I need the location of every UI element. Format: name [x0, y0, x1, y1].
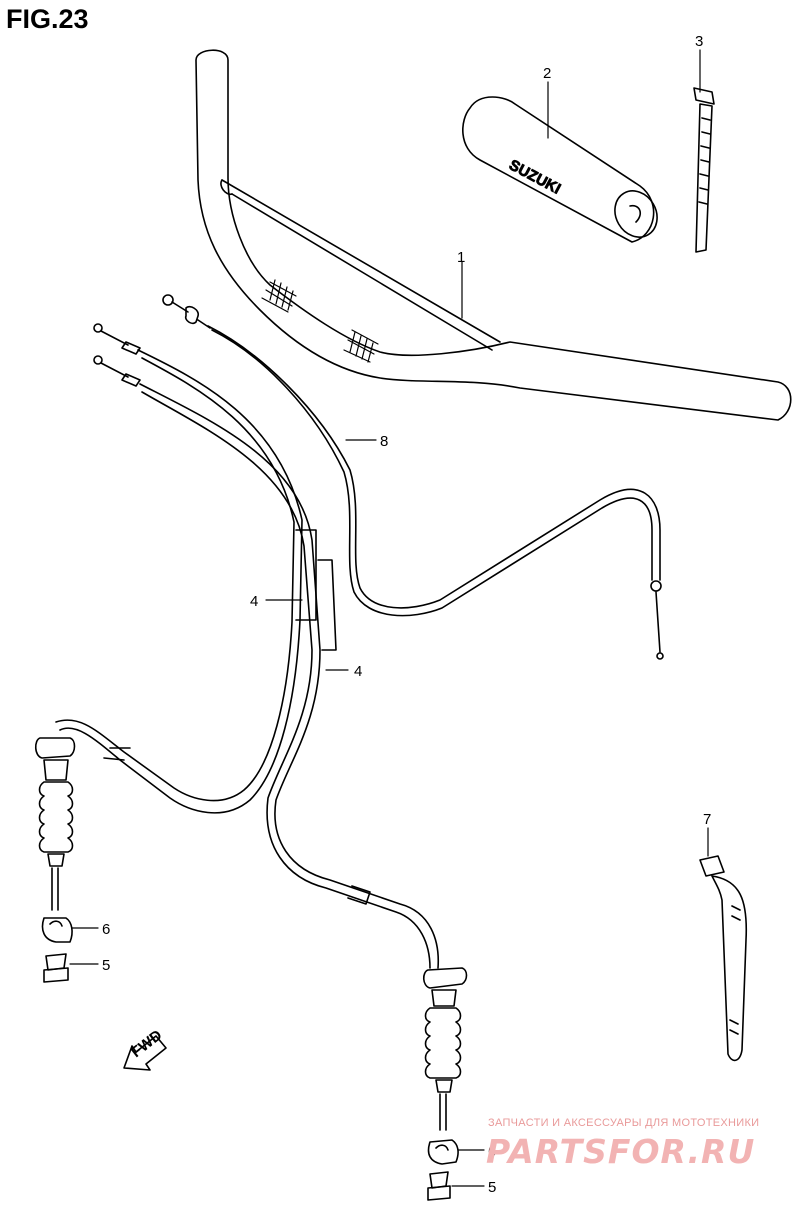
callout-4-right: 4 [354, 663, 362, 680]
throttle-cable [162, 294, 664, 660]
cable-cap-right [427, 1171, 451, 1201]
clutch-cable [55, 323, 317, 814]
callout-5-right: 5 [488, 1179, 496, 1196]
figure-title: FIG.23 [6, 4, 89, 34]
callout-1: 1 [457, 249, 465, 266]
cable-band [699, 855, 748, 1062]
right-adjuster [422, 967, 468, 1131]
cable-boot-right [427, 1139, 459, 1165]
callout-6-right: 6 [488, 1143, 496, 1160]
cable-cap-left [43, 953, 69, 983]
forward-arrow-label: FWD [128, 1027, 166, 1062]
callout-6-left: 6 [102, 921, 110, 938]
tie-strap [693, 87, 715, 253]
handlebar-pad [462, 96, 658, 243]
pad-print: SUZUKI [506, 157, 563, 198]
callout-8: 8 [380, 433, 388, 450]
watermark-tagline: ЗАПЧАСТИ И АКСЕССУАРЫ ДЛЯ МОТОТЕХНИКИ [488, 1117, 760, 1129]
callout-5-left: 5 [102, 957, 110, 974]
cable-boot-left [41, 917, 73, 943]
left-adjuster [34, 737, 76, 911]
watermark-logo: PARTSFOR.RU [486, 1132, 756, 1171]
callout-4-left: 4 [250, 593, 258, 610]
forward-arrow [123, 1035, 167, 1071]
callout-7: 7 [703, 811, 711, 828]
handlebar [195, 49, 792, 421]
brake-cable [93, 355, 440, 969]
callout-3: 3 [695, 33, 703, 50]
callout-2: 2 [543, 65, 551, 82]
